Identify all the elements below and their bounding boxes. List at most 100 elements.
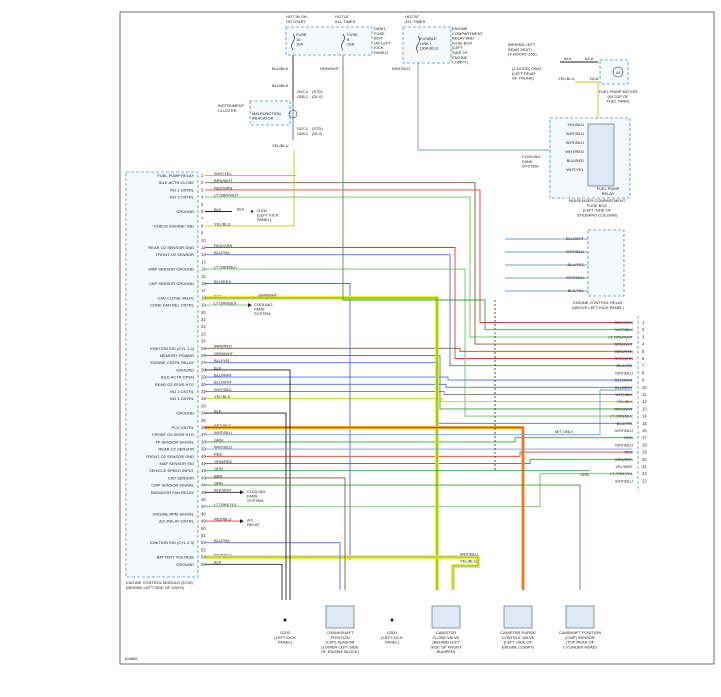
ecm-wire-label: WHT/BLK xyxy=(214,387,232,392)
dash-fuse-box xyxy=(285,26,373,56)
instrument-cluster-box xyxy=(249,100,291,126)
ecm-wire-label: YEL/BLU xyxy=(214,221,231,226)
right-wire-label: GRN xyxy=(624,435,633,440)
g300-label: (LEFT KICK xyxy=(381,635,403,640)
ecm-pin-label: ENGINE CNTRL RELAY xyxy=(150,360,194,365)
grn-wht-label: GRN/WHT xyxy=(258,292,278,297)
fuel-pump-relay-wire-label: YEL/BLU xyxy=(568,122,585,127)
ecm-pin-label: INJ 3 CNTRL xyxy=(170,195,195,200)
ecm-wire xyxy=(205,376,632,381)
ecm-pin-label: COND FAN REL CNTRL xyxy=(150,303,195,308)
ecm-wire-label: LT GRN/BLK xyxy=(214,301,237,306)
ecm-pin-label: IDLE ACTR CLOSE xyxy=(159,180,195,185)
ecm-pin-number: 24 xyxy=(201,339,206,344)
ecm-pin-label: FRONT O2 SENSOR xyxy=(156,252,194,257)
ckp-label: (CKP) SENSOR xyxy=(326,640,355,645)
fuse-symbol xyxy=(341,33,345,51)
ecm-wire xyxy=(205,362,632,424)
mil-label: INDICATOR xyxy=(252,116,274,121)
pump-yel-blu-label: YEL/BLU xyxy=(558,76,575,81)
ecm-pin-number: 42 xyxy=(201,468,206,473)
right-pin-number: 8 xyxy=(642,370,645,375)
ac-relay-label: RELAY xyxy=(247,522,260,527)
cpcv-label: CONTROL VALVE xyxy=(502,635,535,640)
ecm-wire-label: BLK xyxy=(214,409,222,414)
right-pin-number: 17 xyxy=(642,435,647,440)
ground-label: BLK xyxy=(237,207,245,212)
ecr-wire-label: WHT/BLU xyxy=(566,249,584,254)
ecm-pin-number: 37 xyxy=(201,432,206,437)
ecm-wire-label: BLK xyxy=(214,207,222,212)
engine-relay-box-label: COMPT) xyxy=(452,60,468,65)
ecm-wire xyxy=(205,451,632,457)
motor-icon xyxy=(612,66,624,78)
ecm-wire-label: BRN/WHT xyxy=(214,178,233,183)
fuse-10-label: 10 xyxy=(296,37,301,42)
ckp-label: (LOWER LEFT SIDE xyxy=(321,644,359,649)
highlight-can-close xyxy=(205,295,439,590)
ecm-pin-number: 21 xyxy=(201,317,206,322)
ecm-pin-label: MAF SENSOR SIG xyxy=(160,461,194,466)
right-pin-number: 14 xyxy=(642,414,647,419)
ecm-pin-number: 49 xyxy=(201,519,206,524)
g200b-label: PANEL) xyxy=(278,640,293,645)
ground-return-wire xyxy=(205,412,287,600)
ecm-pin-label: RADIATOR FAN RELAY xyxy=(151,490,194,495)
ecm-pin-label: IGNITION SIG (CYL 1,4) xyxy=(150,346,195,351)
cooling-fans-label-2: COOLING xyxy=(247,489,265,494)
fusible-link-label: LINK I xyxy=(420,41,431,46)
right-wire-label: YEL/WHT xyxy=(615,464,633,469)
ecm-pin-number: 32 xyxy=(201,396,206,401)
right-pin-number: 9 xyxy=(642,378,645,383)
right-wire-label: WHT/BLU xyxy=(615,478,633,483)
dash-fuse-box-label: BOX xyxy=(374,36,383,41)
fuel-pump-relay xyxy=(587,123,615,187)
ecm-pin-number: 46 xyxy=(201,497,206,502)
ecm-wire-label: WHT/BLU xyxy=(214,430,232,435)
fuse-10-label: 10A xyxy=(296,42,303,47)
cooling-fans-label-2: SYSTEM xyxy=(247,498,263,503)
ecm-wire-label: BLU/YEL xyxy=(214,538,231,543)
pcv-wire xyxy=(205,427,524,590)
right-pin-number: 6 xyxy=(642,356,645,361)
ecm-pin-number: 55 xyxy=(201,562,206,567)
ckp-label: OF ENGINE BLOCK) xyxy=(321,649,360,654)
fuel-pump-relay-wire-label: WHT/YEL xyxy=(566,167,585,172)
dash-fuse-box-label: (AT LEFT xyxy=(374,40,392,45)
ecm-pin-number: 28 xyxy=(201,367,206,372)
ac-relay-label: A/C xyxy=(247,518,254,523)
ecm-pin-number: 19 xyxy=(201,303,206,308)
g200b-label: G200 xyxy=(280,630,291,635)
ign-sig-wire xyxy=(205,542,341,590)
right-wire-label: RED/GRN xyxy=(615,320,634,325)
ecm-wire-label: BRN xyxy=(214,473,223,478)
ecm-wire-label: LT GRN/YEL xyxy=(214,502,238,507)
ecm-pin-number: 12 xyxy=(201,252,206,257)
engine-relay-box xyxy=(402,26,452,64)
ecm-pin-number: 38 xyxy=(201,439,206,444)
g604-label: (2-DOOR) G604 xyxy=(512,66,542,71)
pin-code-label-2: G08-1 xyxy=(297,131,309,136)
ecm-pin-label: GROUND xyxy=(176,562,194,567)
ecm-wire-label: BLU/RED xyxy=(214,279,231,284)
ecm-wire-label: WHT/BLU xyxy=(214,553,232,558)
engine-relay-box-label: ENGINE xyxy=(452,55,468,60)
right-wire-label: BRN/RED xyxy=(615,349,633,354)
ecm-wire-label: BLK xyxy=(214,293,222,298)
ecm-pin-number: 36 xyxy=(201,425,206,430)
ecm-pin-number: 13 xyxy=(201,259,206,264)
ecm-wire-label: GRN xyxy=(214,437,223,442)
right-pin-number: 20 xyxy=(642,457,647,462)
fusible-link-label: (30A BLU) xyxy=(420,46,439,51)
fuse-5-label: FUSE xyxy=(347,32,358,37)
ecm-pin-label: BATTERY VOLTAGE xyxy=(157,555,195,560)
right-wire-label: BLU/WHT xyxy=(615,378,634,383)
ecm-pin-label: INJ 1 CNTRL xyxy=(170,187,195,192)
pin-code-label: G08-1 xyxy=(297,94,309,99)
figure-id: 104869 xyxy=(124,656,138,661)
hot-all-label-2: ALL TIMES xyxy=(405,19,426,24)
ecm-pin-label: CKP SENSOR GROUND xyxy=(149,281,194,286)
right-pin-number: 16 xyxy=(642,428,647,433)
